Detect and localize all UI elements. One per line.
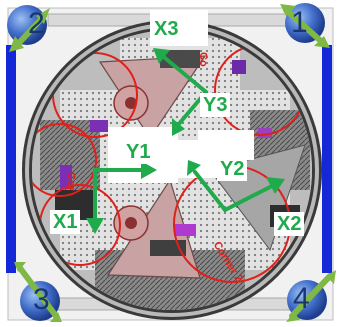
y1-label: Y1 bbox=[123, 140, 154, 164]
corner-number-3: 3 bbox=[33, 283, 50, 316]
x2-label: X2 bbox=[274, 212, 305, 236]
y2-arrow bbox=[193, 170, 227, 212]
x3-label: X3 bbox=[151, 17, 182, 41]
x2-arrow bbox=[223, 184, 274, 212]
x1-label: X1 bbox=[50, 210, 81, 234]
left-con-text: Cor bbox=[65, 172, 77, 191]
corner-arrows bbox=[15, 7, 333, 319]
right-blue-bar bbox=[322, 45, 332, 273]
x3-arrow bbox=[163, 56, 208, 94]
corner-ball-2 bbox=[7, 5, 47, 45]
left-blue-bar bbox=[6, 45, 16, 273]
corner-number-1: 1 bbox=[291, 6, 308, 39]
corner-number-4: 4 bbox=[293, 282, 310, 315]
arrow-heads bbox=[86, 48, 285, 234]
top-right-co-text: Co bbox=[197, 52, 209, 67]
y2-label: Y2 bbox=[217, 157, 248, 181]
corner-number-2: 2 bbox=[28, 7, 45, 40]
y3-label: Y3 bbox=[200, 93, 231, 117]
